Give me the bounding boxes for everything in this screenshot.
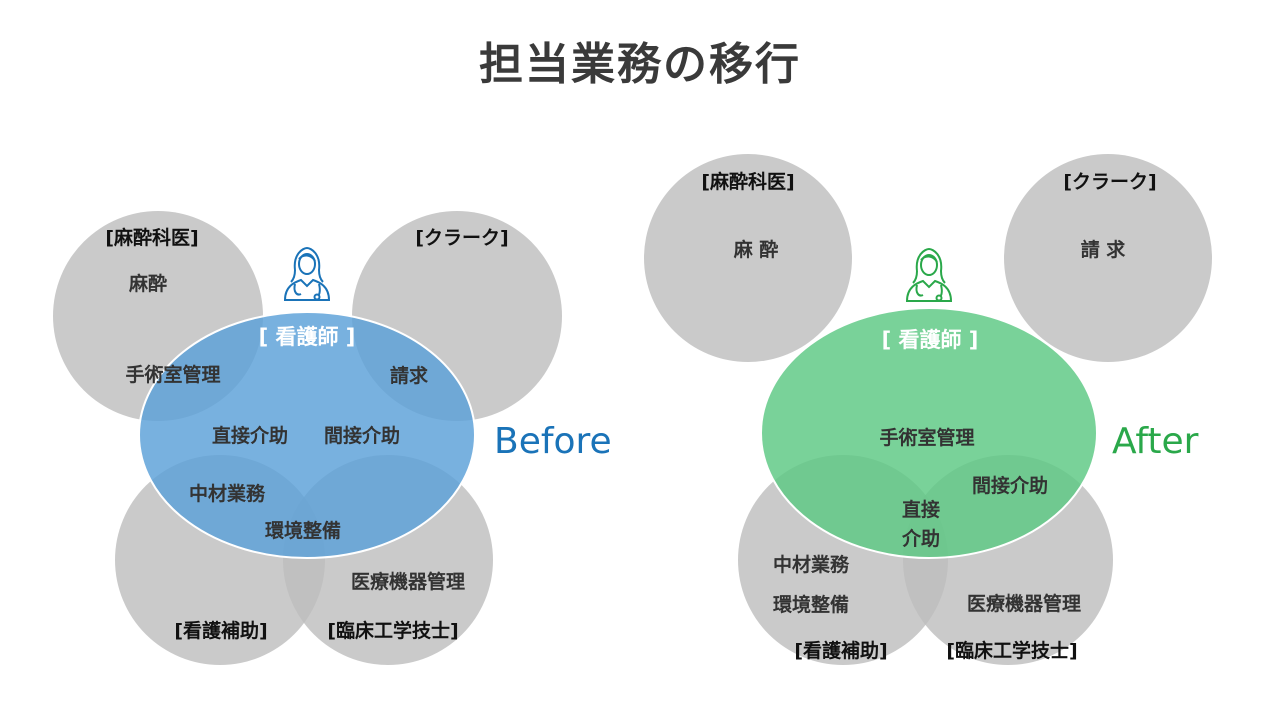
before-anesthesia-task: 麻酔 (128, 272, 167, 295)
after-anesthesiologist-label: [麻酔科医] (701, 170, 794, 193)
before-phase-label: Before (494, 421, 612, 462)
before-operating-room-task: 手術室管理 (125, 363, 220, 386)
before-direct-assist-task: 直接介助 (212, 424, 288, 447)
after-direct-assist-line2: 介助 (901, 527, 940, 550)
after-anesthesia-task: 麻 酔 (733, 238, 779, 261)
after-phase-label: After (1112, 421, 1199, 462)
before-nurse-label: [ 看護師 ] (259, 325, 356, 349)
after-clerk-label: [クラーク] (1063, 171, 1156, 193)
before-nursing-assistant-label: [看護補助] (174, 619, 267, 642)
after-clerk-circle (1004, 154, 1212, 362)
before-clerk-label: [クラーク] (415, 227, 508, 249)
before-supply-task: 中材業務 (189, 482, 266, 505)
before-group: [麻酔科医] 麻酔 [クラーク] [ 看護師 ] 手術室管理 請求 直接介助 間… (53, 211, 612, 665)
after-nursing-assistant-label: [看護補助] (794, 639, 887, 662)
before-environment-task: 環境整備 (265, 519, 341, 542)
before-anesthesiologist-label: [麻酔科医] (105, 226, 198, 249)
before-nurse-ellipse (138, 311, 476, 559)
nurse-icon (284, 247, 330, 301)
before-indirect-assist-task: 間接介助 (324, 424, 400, 447)
after-billing-task: 請 求 (1081, 238, 1127, 261)
after-group: [麻酔科医] 麻 酔 [クラーク] 請 求 [ 看護師 ] 手術室管理 間接介助… (644, 154, 1212, 665)
after-nurse-label: [ 看護師 ] (882, 328, 979, 352)
after-equipment-task: 医療機器管理 (967, 592, 1081, 615)
after-indirect-assist-task: 間接介助 (972, 474, 1048, 497)
before-equipment-task: 医療機器管理 (351, 570, 465, 593)
before-billing-task: 請求 (390, 364, 429, 387)
before-clinical-engineer-label: [臨床工学技士] (327, 619, 458, 642)
after-environment-task: 環境整備 (773, 593, 849, 616)
after-clinical-engineer-label: [臨床工学技士] (946, 639, 1077, 662)
after-supply-task: 中材業務 (773, 553, 850, 576)
nurse-icon (906, 248, 952, 302)
after-nurse-ellipse (760, 307, 1098, 559)
after-operating-room-task: 手術室管理 (879, 426, 974, 449)
after-direct-assist-line1: 直接 (902, 498, 940, 521)
after-anesthesiologist-circle (644, 154, 852, 362)
page-title: 担当業務の移行 (479, 39, 801, 90)
